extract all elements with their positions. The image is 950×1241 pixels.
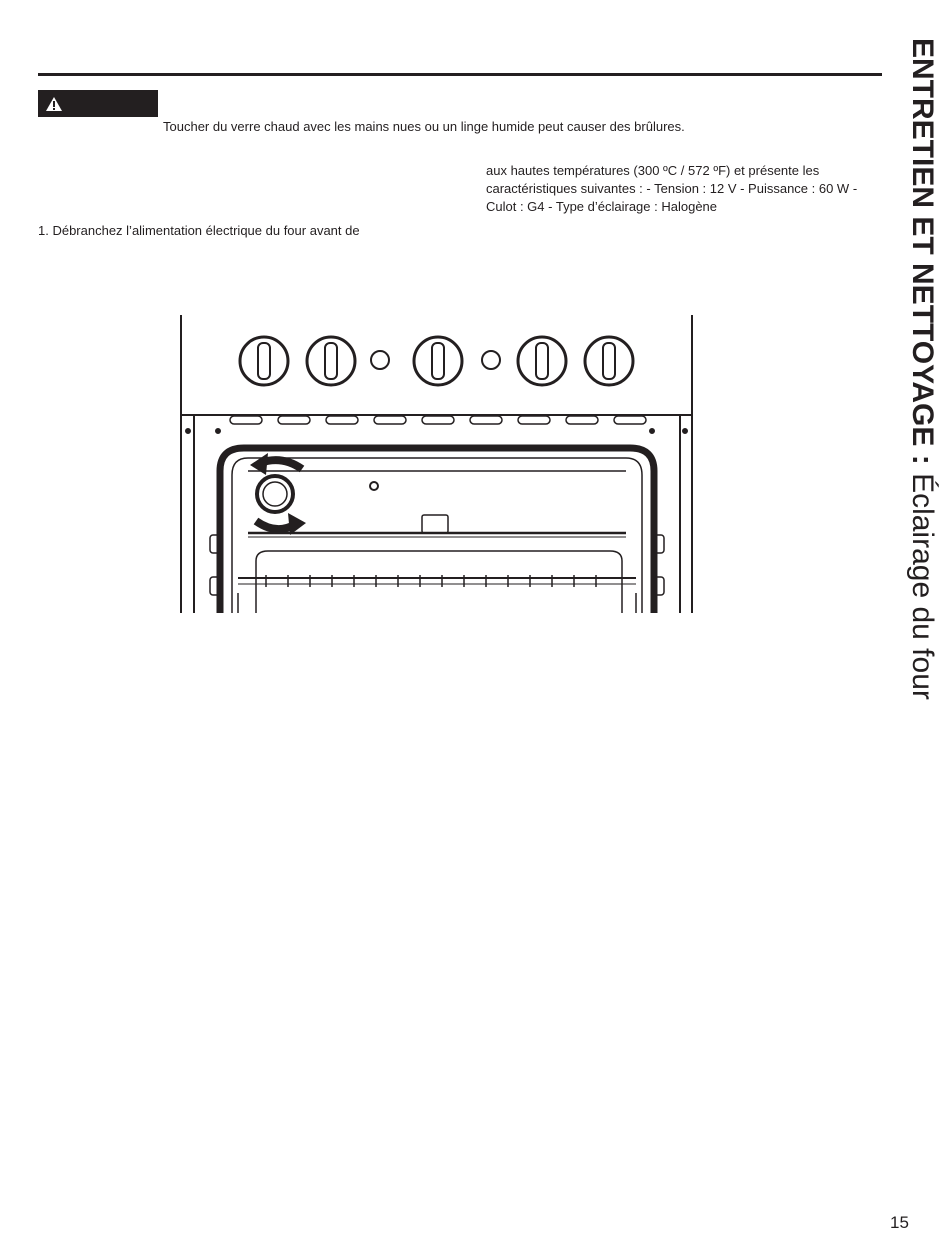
control-knob — [238, 335, 290, 387]
oven-lamp-cover — [255, 474, 295, 514]
control-knob — [305, 335, 357, 387]
screw — [369, 481, 379, 491]
lamp-specifications: aux hautes températures (300 ºC / 572 ºF… — [486, 163, 858, 214]
page-title-topic: Éclairage du four — [906, 464, 939, 700]
page-number: 15 — [890, 1213, 909, 1232]
header-rule — [38, 73, 882, 76]
indicator-light — [481, 350, 501, 370]
control-knob — [583, 335, 635, 387]
warning-text: Toucher du verre chaud avec les mains nu… — [163, 119, 685, 134]
oven-rack — [238, 550, 636, 613]
warning-label — [38, 90, 158, 117]
oven-light-illustration — [178, 313, 698, 620]
page-title-section: ENTRETIEN ET NETTOYAGE : — [906, 38, 939, 465]
control-knob — [412, 335, 464, 387]
warning-triangle-icon — [46, 96, 62, 111]
rotation-arrow-icon — [250, 453, 306, 535]
page-title: ENTRETIEN ET NETTOYAGE : Éclairage du fo… — [902, 38, 942, 700]
step-1-text: 1. Débranchez l’alimentation électrique … — [38, 223, 360, 238]
bracket — [421, 514, 449, 534]
indicator-light — [370, 350, 390, 370]
control-knob — [516, 335, 568, 387]
